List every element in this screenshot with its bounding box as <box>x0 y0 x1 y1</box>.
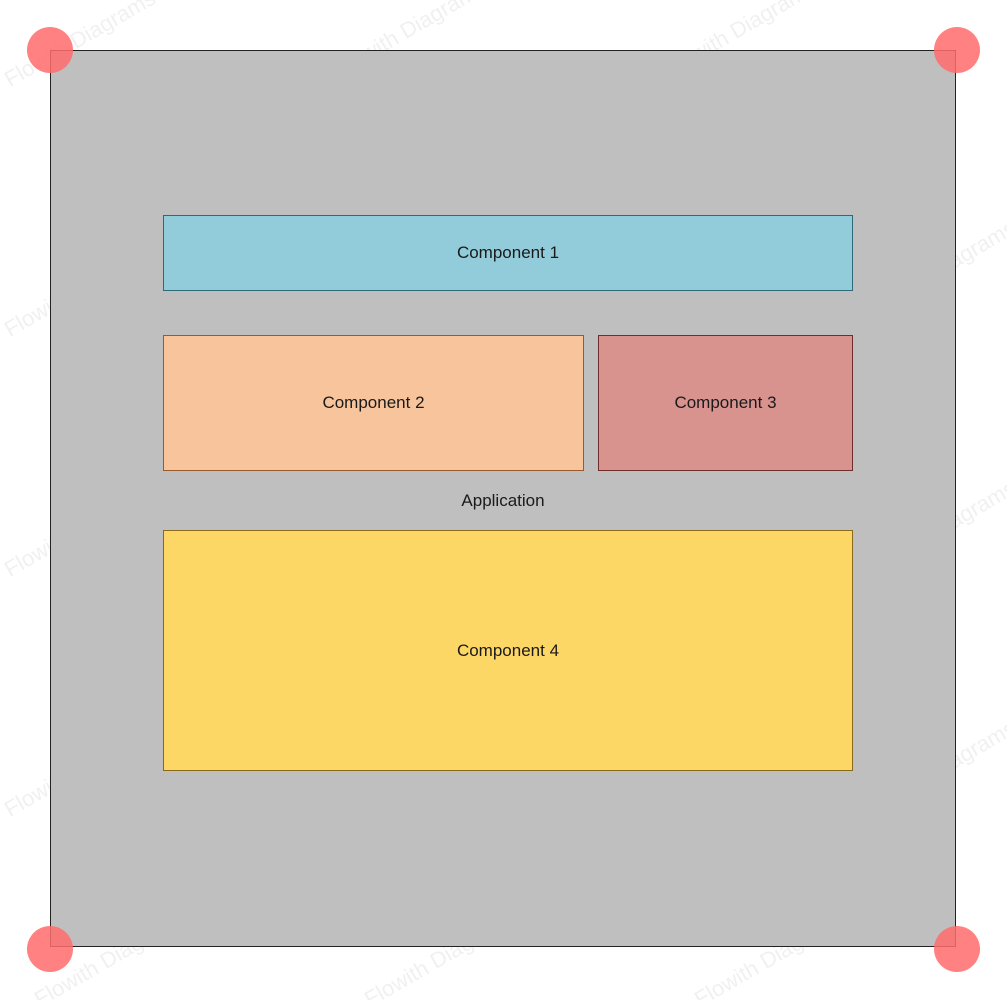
application-container[interactable]: Component 1 Component 2 Component 3 Appl… <box>50 50 956 947</box>
resize-handle-top-right[interactable] <box>934 27 980 73</box>
application-label: Application <box>461 491 545 510</box>
resize-handle-bottom-right[interactable] <box>934 926 980 972</box>
component-1-box[interactable]: Component 1 <box>163 215 853 291</box>
component-1-label: Component 1 <box>456 243 560 262</box>
component-2-label: Component 2 <box>322 393 425 412</box>
component-3-box[interactable]: Component 3 <box>598 335 853 471</box>
resize-handle-top-left[interactable] <box>27 27 73 73</box>
resize-handle-bottom-left[interactable] <box>27 926 73 972</box>
component-4-label: Component 4 <box>456 640 560 660</box>
component-3-label: Component 3 <box>674 393 777 412</box>
component-4-box[interactable]: Component 4 <box>163 530 853 771</box>
component-2-box[interactable]: Component 2 <box>163 335 584 471</box>
